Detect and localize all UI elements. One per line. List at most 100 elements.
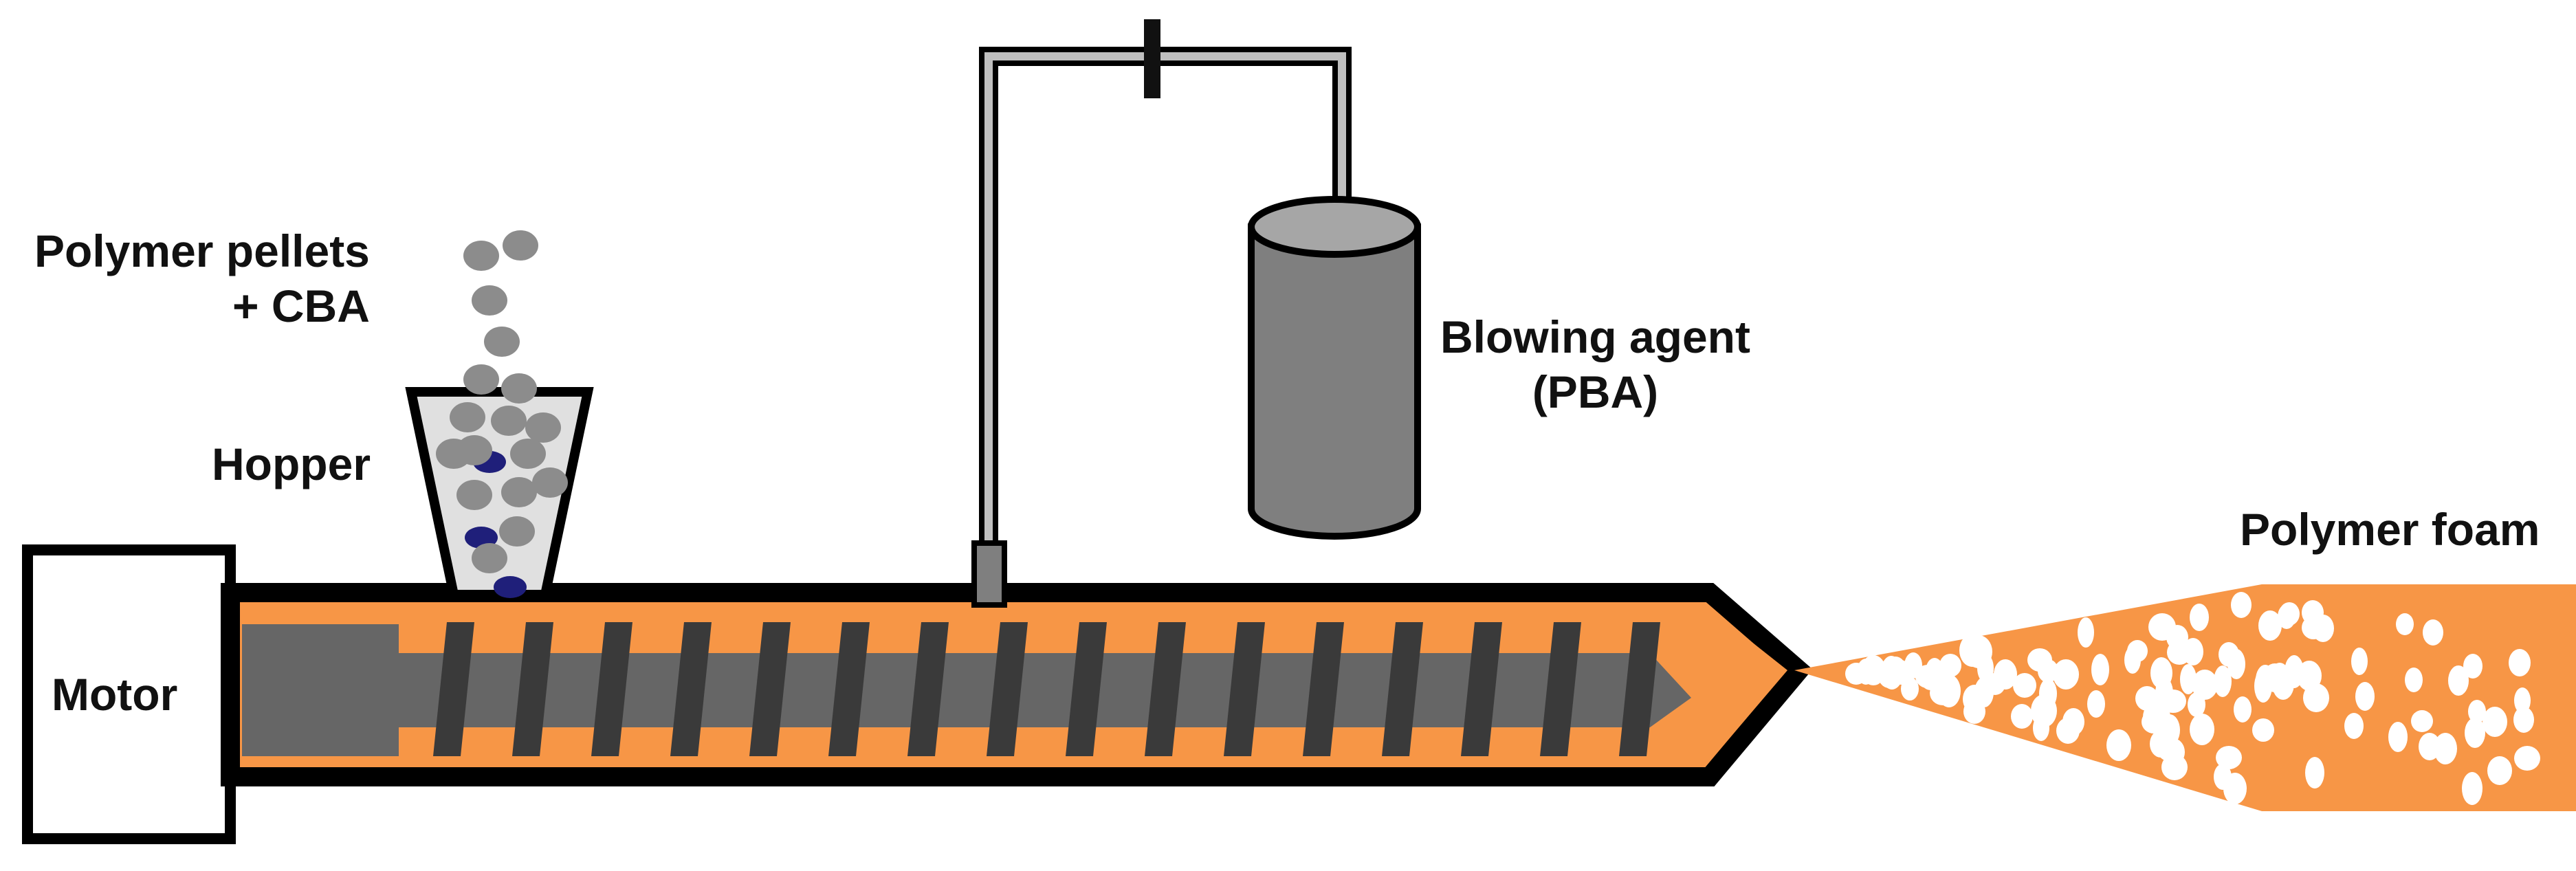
foam-bubble [2254,670,2272,703]
label-hopper: Hopper [212,439,371,489]
foam-bubble [2396,613,2414,635]
foam-bubble [2011,704,2033,729]
screw-flight [1540,622,1581,756]
screw-flight [1145,622,1186,756]
label-blowing-line2: (PBA) [1532,366,1659,417]
pellet [472,285,507,316]
screw-flight [1619,622,1660,756]
pellet [501,477,537,507]
foam-bubble [2157,738,2179,761]
foam-bubble [2087,690,2105,718]
screw-flight [1382,622,1423,756]
screw-flight [987,622,1028,756]
foam-bubble [1901,677,1919,701]
foam-bubble [2214,764,2232,790]
blowing-agent-tank [1248,196,1421,540]
motor-box [22,544,236,844]
screw-flight [433,622,474,756]
label-blowing-line1: Blowing agent [1440,311,1750,362]
screw-flight [670,622,712,756]
pellet [491,406,527,436]
foam-bubble [1939,654,1961,677]
foam-bubble [2434,733,2457,764]
foam-bubble [2258,610,2282,641]
foam-bubble [2513,707,2534,733]
screw-icon [433,622,1660,756]
label-foam: Polymer foam [2240,504,2540,555]
foam-bubble [2305,757,2324,789]
foam-bubble [2039,679,2057,709]
foam-bubble [2214,665,2232,697]
foam-bubble [2190,604,2209,631]
foam-bubble [2219,642,2239,667]
pellet [499,516,535,547]
foam-bubble [2106,729,2131,761]
foam-bubble [2462,772,2483,805]
foam-bubble [1963,685,1986,714]
foam-bubble [2078,617,2094,648]
foam-bubble [2388,722,2408,752]
foam-bubble [1937,674,1961,707]
foam-bubble [2234,696,2252,723]
foam-bubble [2351,648,2368,675]
screw-flight [828,622,870,756]
foam-bubble [2278,604,2296,629]
pellet [525,412,561,443]
foam-bubble [2252,718,2274,742]
screw-flight [907,622,949,756]
foam-bubble [2463,654,2483,679]
foam-bubble [2468,700,2486,723]
foam-bubble [2142,710,2166,734]
foam-bubble [2487,756,2512,785]
pellet [484,327,520,357]
foam-bubble [2514,746,2540,771]
label-pellets-line2: + CBA [232,280,370,331]
pellet [456,480,492,510]
foam-bubble [2150,657,2172,689]
foam-bubble [2124,646,2141,674]
foam-bubble [2302,616,2325,639]
foam-bubble [1959,634,1985,667]
foam-bubble [2514,687,2531,714]
injection-line-inner [984,52,1346,550]
foam-bubble [2231,592,2252,618]
foam-bubble [2344,713,2364,739]
screw-flight [591,622,632,756]
pellet [456,435,492,465]
foam-bubble [2411,710,2433,732]
pellet [450,402,485,432]
foam-bubble [2192,670,2218,700]
pellet [463,241,499,271]
screw-flight [1066,622,1107,756]
foam-bubble [1884,657,1906,684]
foam-bubble [1915,665,1940,688]
screw-flight [512,622,553,756]
pellet [510,439,546,469]
pellet [501,373,537,404]
foam-bubble [2405,668,2423,692]
foam-bubble [2167,640,2192,665]
foam-bubble [2216,746,2242,769]
foam-bubble [2091,654,2109,685]
foam-bubble [2272,668,2294,700]
foam-bubble [2483,707,2507,737]
foam-bubble [2190,714,2214,745]
foam-bubble [1857,659,1875,685]
foam-bubble [2053,659,2079,690]
foam-bubble [2355,682,2375,711]
label-pellets-line1: Polymer pellets [34,225,370,276]
pellet [472,543,507,573]
label-pellets: Polymer pellets + CBA [34,223,370,333]
screw-flight [1461,622,1502,756]
pellet [503,230,538,261]
cba-particle [494,576,527,598]
pellet [532,467,568,498]
screw-flight [1224,622,1265,756]
foam-bubble [2509,649,2531,676]
foam-bubble [2062,708,2084,736]
foam-bubble [2423,619,2443,646]
injection-port [971,540,1007,608]
polymer-pellets [436,230,568,598]
foam-bubble [2013,673,2036,698]
